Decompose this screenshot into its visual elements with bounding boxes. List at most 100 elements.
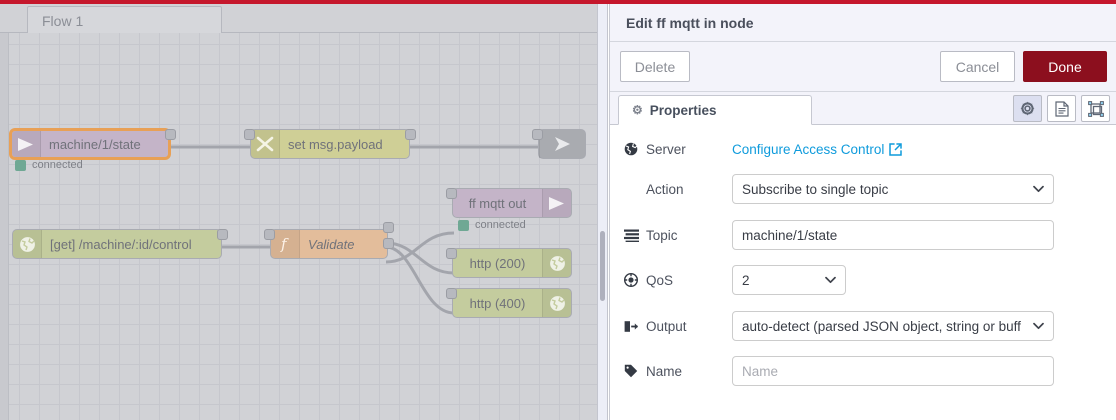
node-description-icon[interactable] [1047,95,1076,122]
flow-tab-label: Flow 1 [42,12,84,29]
chevron-down-icon [1033,322,1044,330]
topic-label-text: Topic [646,227,678,243]
done-button-label: Done [1048,58,1082,75]
configure-access-control-link[interactable]: Configure Access Control [732,141,903,157]
flow-workspace[interactable]: Flow 1 [0,4,597,420]
status-label: connected [32,159,83,171]
flow-node-change[interactable]: set msg.payload [250,129,410,159]
done-button[interactable]: Done [1023,51,1107,82]
wire-function-to-http400 [385,245,455,315]
chevron-down-icon [825,276,836,284]
flow-tab-bar: Flow 1 [0,4,597,34]
wire-function-to-http200 [385,241,455,275]
form-row-server: Server Configure Access Control [624,135,1104,163]
status-label: connected [475,219,526,231]
port-http-400-input[interactable] [446,288,457,299]
globe-icon [13,230,42,258]
globe-icon [542,249,571,277]
port-http-in-output[interactable] [217,229,228,240]
form-row-name: Name Name [624,356,1104,386]
wire-function-to-mqttout [385,231,455,264]
cancel-button[interactable]: Cancel [940,51,1015,82]
form-row-qos: QoS 2 [624,265,1104,295]
flow-node-http-in-label: [get] /machine/:id/control [50,236,192,252]
flow-node-http-400[interactable]: http (400) [452,288,572,318]
tab-properties[interactable]: ⚙ Properties [618,95,812,125]
dialog-tab-bar: ⚙ Properties [610,92,1116,125]
dialog-toolbar: Delete Cancel Done [610,42,1116,92]
form-row-output: Output auto-detect (parsed JSON object, … [624,311,1104,341]
output-select-value: auto-detect (parsed JSON object, string … [742,318,1021,334]
dialog-header: Edit ff mqtt in node [610,4,1116,42]
flow-node-http-200-label: http (200) [469,255,526,271]
topic-label: Topic [624,228,732,243]
wire-httpin-to-function [220,245,278,249]
function-icon: f [271,230,300,258]
pane-resize-handle[interactable] [600,231,605,301]
flow-node-debug[interactable] [538,129,586,159]
configure-access-control-text: Configure Access Control [732,141,885,157]
form-row-topic: Topic machine/1/state [624,220,1104,250]
port-function-output-1[interactable] [383,222,394,233]
port-debug-input[interactable] [532,129,543,140]
port-mqtt-in-output[interactable] [165,129,176,140]
port-mqtt-out-input[interactable] [446,188,457,199]
port-change-input[interactable] [244,129,255,140]
gear-icon: ⚙ [632,103,643,117]
flow-node-mqtt-in[interactable]: machine/1/state [10,129,170,159]
flow-node-http-200[interactable]: http (200) [452,248,572,278]
top-accent-bar [0,0,1116,4]
name-label: Name [624,364,732,379]
server-label: Server [624,142,732,157]
wire-change-to-debug [404,145,538,149]
node-appearance-icon[interactable] [1081,95,1110,122]
qos-label-text: QoS [646,272,674,288]
flow-node-mqtt-out[interactable]: ff mqtt out [452,188,572,218]
mqtt-icon [542,189,571,217]
port-change-output[interactable] [405,129,416,140]
output-label-text: Output [646,318,687,334]
chevron-down-icon [1033,185,1044,193]
wire-mqttin-to-change [164,145,264,149]
topic-input[interactable]: machine/1/state [732,220,1054,250]
output-select[interactable]: auto-detect (parsed JSON object, string … [732,311,1054,341]
flow-node-mqtt-out-status: connected [458,219,526,231]
canvas-left-gutter [0,33,9,420]
cancel-button-label: Cancel [955,58,1000,75]
topic-input-value: machine/1/state [742,227,838,243]
flow-node-http-in[interactable]: [get] /machine/:id/control [12,229,222,259]
output-label: Output [624,319,732,334]
form-row-action: Action Subscribe to single topic [624,174,1104,204]
mqtt-icon [12,131,41,157]
external-link-icon [889,142,903,156]
port-function-input[interactable] [264,229,275,240]
flow-node-change-label: set msg.payload [288,136,383,152]
node-settings-icon[interactable] [1013,95,1042,122]
swap-icon [251,130,280,158]
flow-node-function-label: Validate [308,236,355,252]
tag-icon [624,364,641,378]
flow-node-mqtt-out-label: ff mqtt out [468,195,527,211]
name-input[interactable]: Name [732,356,1054,386]
flow-canvas[interactable]: machine/1/state connected set msg.payloa… [0,33,597,420]
globe-icon [624,142,641,156]
flow-tab-flow-1[interactable]: Flow 1 [27,6,222,34]
qos-label: QoS [624,273,732,288]
action-select[interactable]: Subscribe to single topic [732,174,1054,204]
port-http-200-input[interactable] [446,248,457,259]
flow-node-mqtt-in-label: machine/1/state [49,136,141,152]
qos-select[interactable]: 2 [732,265,846,295]
globe-icon [542,289,571,317]
action-label: Action [624,182,732,197]
action-select-value: Subscribe to single topic [742,181,889,197]
flow-node-function[interactable]: f Validate [270,229,388,259]
svg-text:f: f [280,235,289,253]
pane-divider[interactable] [597,4,608,420]
delete-button[interactable]: Delete [620,51,690,82]
port-function-output-2[interactable] [383,238,394,249]
delete-button-label: Delete [634,58,676,75]
qos-select-value: 2 [742,272,750,288]
tab-properties-label: Properties [649,102,717,118]
status-dot [15,159,26,171]
edit-node-dialog: Edit ff mqtt in node Delete Cancel Done … [609,4,1116,420]
